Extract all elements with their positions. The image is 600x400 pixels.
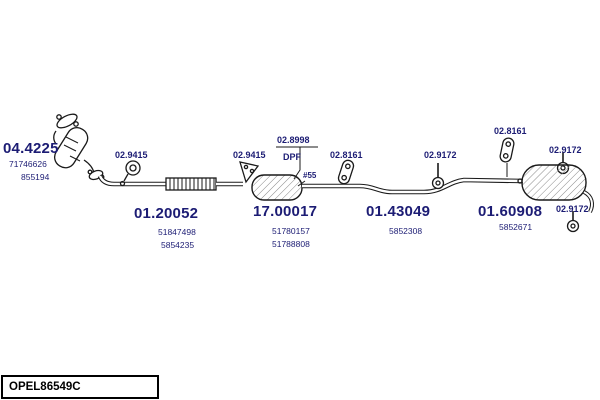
hanger-bracket-icon-2 [499,137,515,177]
part-ref: 855194 [21,172,50,182]
ring-hanger-icon-1 [431,163,445,190]
part-code-hanger-d[interactable]: 02.9172 [549,145,582,155]
clamp-icon-left [119,160,141,187]
part-ref: 51780157 [272,226,310,236]
part-code-clamp-left[interactable]: 02.9415 [115,150,148,160]
document-code: OPEL86549C [9,381,81,393]
part-code-hanger-b[interactable]: 02.9172 [424,150,457,160]
part-ref: 5852671 [499,222,533,232]
part-code-front-section[interactable]: 04.4225 [3,140,59,157]
document-code-box: OPEL86549C [1,375,159,399]
part-ref: 51788808 [272,239,310,249]
dpf-canister [251,174,306,201]
mid-pipe [302,177,524,195]
dpf-note: #55 [303,171,317,180]
flange-icon-mid [239,161,260,184]
rear-silencer-drawing [517,164,587,201]
part-ref: 71746626 [9,159,47,169]
part-code-dpf-gasket[interactable]: 02.8998 [277,135,310,145]
ring-hanger-icon-3 [566,211,580,233]
part-ref: 5854235 [161,240,195,250]
tailpipe [582,190,594,213]
part-code-center-pipe[interactable]: 01.20052 [134,205,199,222]
part-ref: 51847498 [158,227,196,237]
hanger-bracket-icon-1 [337,159,355,185]
part-code-dpf[interactable]: 17.00017 [253,203,318,220]
part-code-hanger-a[interactable]: 02.8161 [330,150,363,160]
part-code-mid-pipe[interactable]: 01.43049 [366,203,431,220]
front-catalyst-drawing [53,113,105,181]
part-code-hanger-c[interactable]: 02.8161 [494,126,527,136]
dpf-tag: DPF [283,152,301,162]
flex-section [165,177,217,191]
part-code-clamp-mid[interactable]: 02.9415 [233,150,266,160]
front-pipe [97,175,166,187]
part-ref: 5852308 [389,226,423,236]
part-code-hanger-e[interactable]: 02.9172 [556,204,589,214]
part-code-rear-silencer[interactable]: 01.60908 [478,203,543,220]
